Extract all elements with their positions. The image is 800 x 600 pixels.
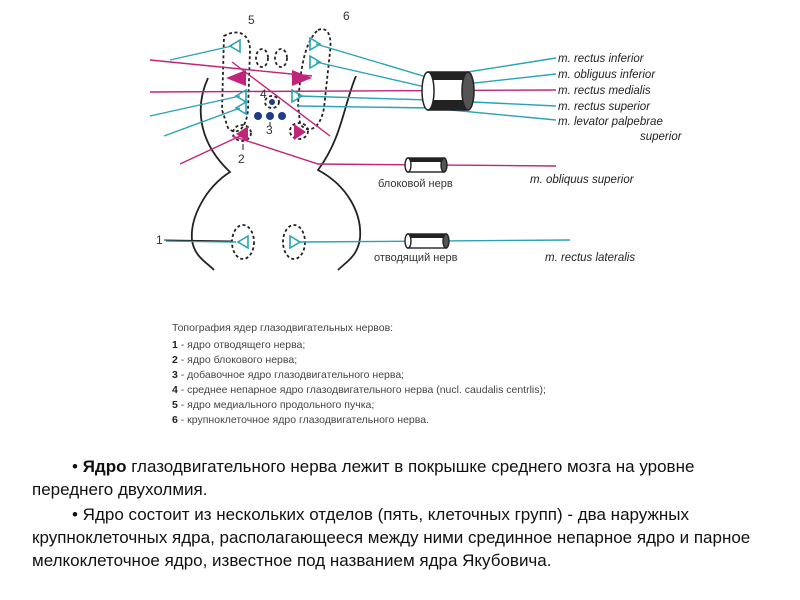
legend-item: 1 - ядро отводящего нерва; <box>172 338 692 353</box>
label-3: 3 <box>266 123 273 137</box>
trochlear-nerve-cylinder <box>404 157 448 173</box>
arrow-small-right <box>294 124 306 140</box>
magenta-arrows <box>226 70 312 142</box>
fiber-medialis-line <box>149 89 557 93</box>
nucleus-2-right <box>289 122 309 140</box>
tri-6-right <box>309 36 322 52</box>
nucleus-2-left <box>232 124 252 142</box>
legend-text: - ядро медиального продольного пучка; <box>177 399 375 411</box>
legend: Топография ядер глазодвигательных нервов… <box>172 321 692 428</box>
legend-text: - ядро блокового нерва; <box>177 354 298 366</box>
legend-title: Топография ядер глазодвигательных нервов… <box>172 322 394 334</box>
label-1: 1 <box>156 233 163 247</box>
tri-3-left-2 <box>234 100 247 116</box>
legend-num: 6 <box>172 414 178 426</box>
paragraph-1: • Ядро глазодвигательного нерва лежит в … <box>32 455 772 501</box>
nucleus-outlines <box>221 28 332 260</box>
muscle-rectus-superior: m. rectus superior <box>558 101 651 113</box>
nucleus-3-ring <box>264 95 280 109</box>
legend-item: 4 - среднее непарное ядро глазодвигатель… <box>172 383 692 398</box>
tri-6-left <box>228 38 241 54</box>
fiber-2-left <box>163 107 241 137</box>
arrow-right <box>292 70 312 86</box>
legend-item: 2 - ядро блокового нерва; <box>172 353 692 368</box>
fiber-cross-1 <box>149 59 313 77</box>
legend-text: - ядро отводящего нерва; <box>177 339 306 351</box>
legend-num: 3 <box>172 369 178 381</box>
label-6: 6 <box>343 9 350 23</box>
arrow-small-left <box>236 126 248 142</box>
bold-term: Ядро <box>82 457 127 476</box>
nerve-nuclei-diagram: 1 2 3 4 5 6 m. rectus inferior m. obligu… <box>149 9 683 271</box>
cyan-triangles <box>228 36 322 250</box>
muscle-levator-superior: superior <box>640 131 683 143</box>
paragraph-2-text: Ядро состоит из нескольких отделов (пять… <box>32 505 751 570</box>
fiber-1-left <box>165 240 237 243</box>
nucleus-4-dots <box>254 99 286 120</box>
bullet: • <box>72 457 78 476</box>
legend-item: 6 - крупноклеточное ядро глазодвигательн… <box>172 413 692 428</box>
number-leaders <box>163 122 271 242</box>
muscle-obliquus-inferior: m. obliguus inferior <box>558 69 656 81</box>
label-4: 4 <box>260 87 267 101</box>
tri-3-left <box>234 88 247 104</box>
legend-num: 5 <box>172 399 178 411</box>
legend-num: 2 <box>172 354 178 366</box>
nucleus-6-right-outline <box>297 28 332 131</box>
tri-3-right <box>291 88 304 104</box>
fiber-6-left <box>169 45 233 61</box>
legend-item: 5 - ядро медиального продольного пучка; <box>172 398 692 413</box>
description-text: • Ядро глазодвигательного нерва лежит в … <box>32 455 772 574</box>
muscle-rectus-inferior: m. rectus inferior <box>558 53 645 65</box>
fiber-cross-2 <box>231 61 331 137</box>
bullet: • <box>72 505 78 524</box>
legend-item: 3 - добавочное ядро глазодвигательного н… <box>172 368 692 383</box>
legend-text: - крупноклеточное ядро глазодвигательног… <box>177 414 429 426</box>
tri-6-right-2 <box>309 54 322 70</box>
nerve-abducens-label: отводящий нерв <box>374 252 458 264</box>
arrow-left <box>226 70 246 86</box>
fiber-3-left <box>149 95 241 117</box>
paragraph-1-text: глазодвигательного нерва лежит в покрышк… <box>32 457 695 499</box>
muscle-levator-palpebrae: m. levator palpebrae <box>558 116 663 128</box>
oculomotor-nerve-cylinder <box>421 71 475 111</box>
legend-text: - среднее непарное ядро глазодвигательно… <box>177 384 546 396</box>
legend-num: 4 <box>172 384 178 396</box>
label-2: 2 <box>238 152 245 166</box>
tri-1-right <box>289 234 302 250</box>
fiber-cross-3 <box>179 135 241 165</box>
muscle-rectus-medialis: m. rectus medialis <box>558 85 651 97</box>
label-5: 5 <box>248 13 255 27</box>
abducens-nerve-cylinder <box>404 233 450 249</box>
muscle-obliquus-superior: m. obliquus superior <box>530 174 635 186</box>
brainstem-outline <box>191 75 362 271</box>
legend-text: - добавочное ядро глазодвигательного нер… <box>177 369 405 381</box>
cyan-fibers <box>149 43 571 243</box>
fiber-trochlear <box>231 135 557 167</box>
legend-num: 1 <box>172 339 178 351</box>
nucleus-5-right <box>274 48 288 68</box>
nucleus-5-left <box>255 48 269 68</box>
muscle-rectus-lateralis: m. rectus lateralis <box>545 252 635 264</box>
magenta-fibers <box>149 59 557 167</box>
nerve-trochlear-label: блоковой нерв <box>378 178 453 190</box>
tri-1-left <box>236 234 249 250</box>
paragraph-2: • Ядро состоит из нескольких отделов (пя… <box>32 503 772 572</box>
